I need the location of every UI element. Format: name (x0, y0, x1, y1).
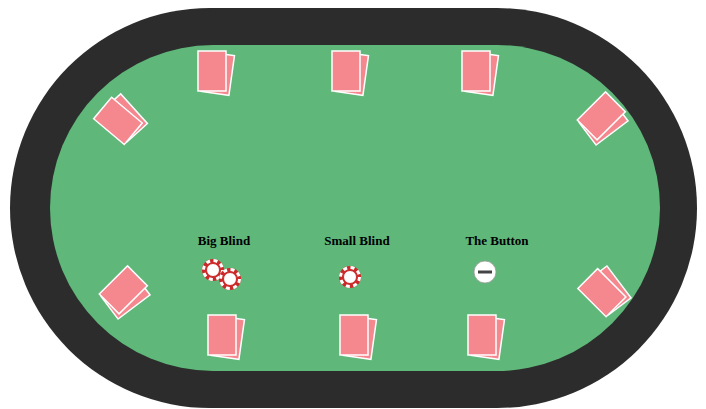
blind-chips (202, 259, 361, 290)
table-rail (10, 8, 697, 408)
position-label: The Button (465, 234, 528, 248)
player-cards (94, 51, 635, 359)
dealer-button (474, 261, 496, 283)
table-felt (50, 45, 660, 371)
position-label: Small Blind (324, 234, 389, 248)
position-label: Big Blind (198, 234, 250, 248)
